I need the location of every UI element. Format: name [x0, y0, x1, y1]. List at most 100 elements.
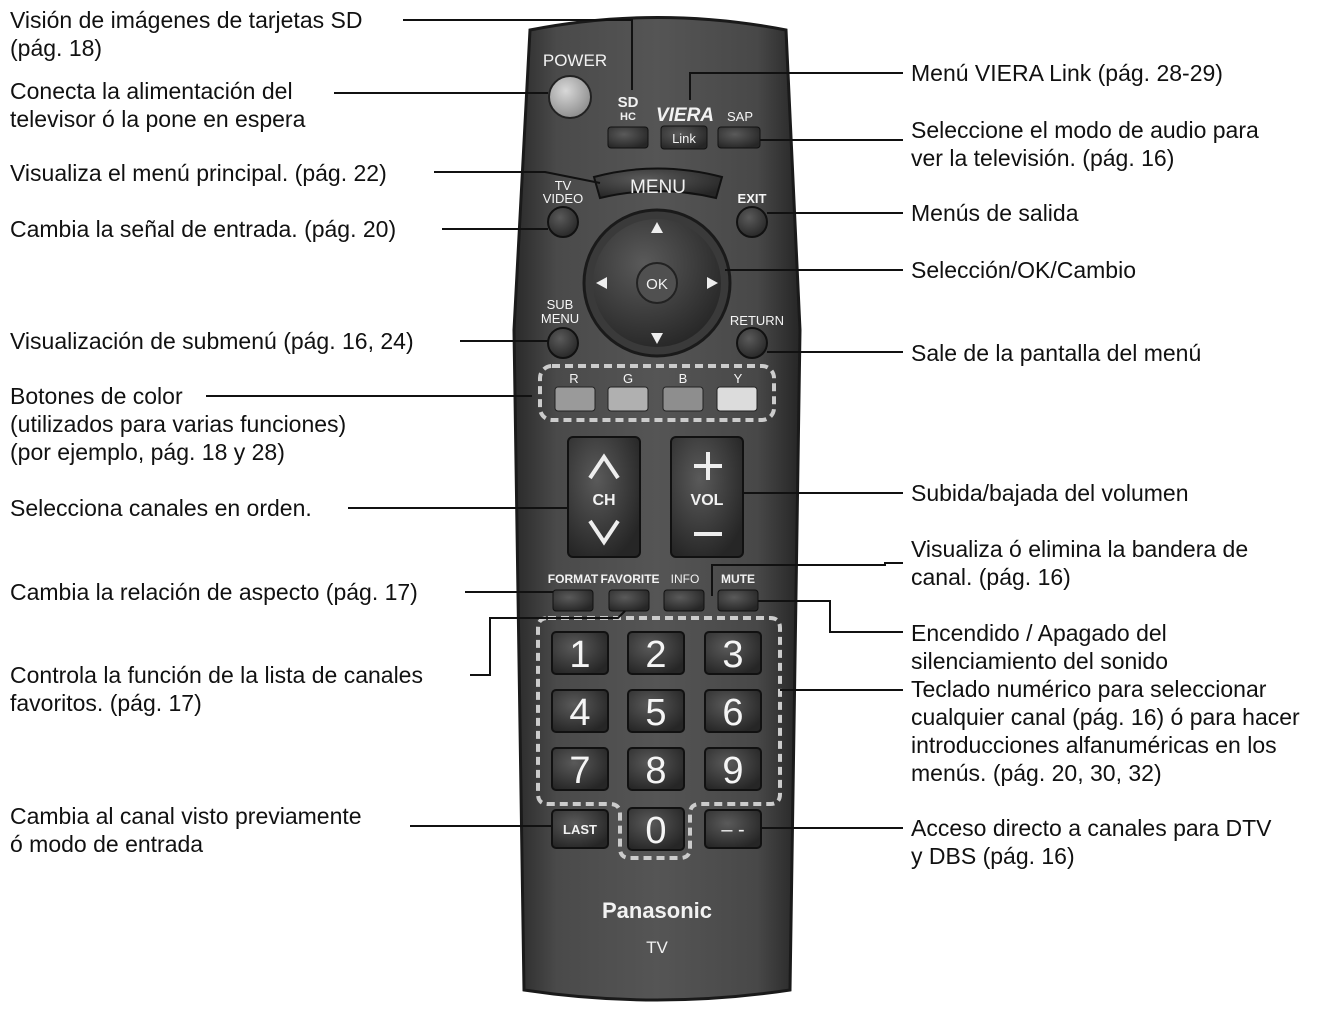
annotation-submenu: Visualización de submenú (pág. 16, 24) — [10, 327, 414, 355]
digit-button-3[interactable] — [704, 631, 762, 675]
favorite-button[interactable] — [608, 589, 650, 612]
annotation-last-line-2: ó modo de entrada — [10, 831, 204, 857]
leader-line-mute — [758, 600, 903, 633]
green-button[interactable] — [607, 386, 649, 412]
digit-button-1[interactable] — [551, 631, 609, 675]
numeric-keypad-outline — [536, 616, 782, 860]
sap-label: SAP — [727, 109, 753, 124]
link-label: Link — [672, 131, 696, 146]
exit-label: EXIT — [738, 191, 767, 206]
info-label: INFO — [671, 572, 700, 586]
digit-button-4[interactable] — [551, 689, 609, 733]
channel-up-icon[interactable] — [588, 453, 620, 480]
digit-3: 3 — [722, 634, 743, 676]
ok-button[interactable] — [636, 262, 678, 304]
sub-menu-label: MENU — [541, 311, 579, 326]
digit-4: 4 — [569, 692, 590, 734]
up-arrow-icon[interactable] — [651, 222, 663, 233]
digit-1: 1 — [569, 634, 590, 676]
menu-label: MENU — [630, 177, 686, 198]
model-label: TV — [646, 938, 668, 957]
annotation-dtv-line-2: y DBS (pág. 16) — [911, 843, 1075, 869]
annotation-color-line-1: Botones de color — [10, 383, 183, 409]
color-label-r: R — [569, 371, 578, 386]
annotation-color-buttons: Botones de color (utilizados para varias… — [10, 382, 346, 466]
digit-8: 8 — [645, 750, 666, 792]
annotation-mute-line-2: silenciamiento del sonido — [911, 648, 1168, 674]
last-label: LAST — [563, 822, 597, 837]
sd-logo-bottom: HC — [620, 111, 636, 123]
annotation-sap-line-1: Seleccione el modo de audio para — [911, 117, 1259, 143]
tv-video-button[interactable] — [547, 206, 579, 238]
return-button[interactable] — [736, 327, 768, 359]
power-button[interactable] — [548, 75, 592, 119]
menu-button[interactable] — [592, 167, 724, 200]
annotation-sap: Seleccione el modo de audio para ver la … — [911, 116, 1259, 172]
red-button[interactable] — [554, 386, 596, 412]
sd-card-button[interactable] — [607, 126, 649, 149]
annotation-info: Visualiza ó elimina la bandera de canal.… — [911, 535, 1248, 591]
leader-line-viera — [689, 72, 903, 100]
digit-button-9[interactable] — [704, 747, 762, 791]
yellow-button[interactable] — [716, 386, 758, 412]
annotation-mute: Encendido / Apagado del silenciamiento d… — [911, 619, 1168, 675]
leader-line-menu — [434, 171, 601, 184]
last-button[interactable] — [551, 809, 609, 849]
vol-label: VOL — [691, 492, 724, 509]
digit-7: 7 — [569, 750, 590, 792]
annotation-return-line-1: Sale de la pantalla del menú — [911, 340, 1202, 366]
viera-link-button[interactable] — [660, 125, 708, 150]
digit-6: 6 — [722, 692, 743, 734]
annotation-favorite-line-2: favoritos. (pág. 17) — [10, 690, 202, 716]
annotation-numeric-line-4: menús. (pág. 20, 30, 32) — [911, 760, 1162, 786]
annotation-navigation: Selección/OK/Cambio — [911, 256, 1136, 284]
leader-line-sd — [403, 19, 633, 90]
digit-button-5[interactable] — [627, 689, 685, 733]
digit-button-2[interactable] — [627, 631, 685, 675]
blue-button[interactable] — [662, 386, 704, 412]
annotation-menu: Visualiza el menú principal. (pág. 22) — [10, 159, 387, 187]
digit-button-6[interactable] — [704, 689, 762, 733]
exit-button[interactable] — [736, 206, 768, 238]
info-button[interactable] — [663, 589, 705, 612]
color-buttons: R G B Y — [554, 371, 758, 412]
video-label: VIDEO — [543, 191, 583, 206]
annotation-exit: Menús de salida — [911, 199, 1079, 227]
digit-button-7[interactable] — [551, 747, 609, 791]
left-arrow-icon[interactable] — [596, 277, 607, 289]
annotation-sd-card-line-1: Visión de imágenes de tarjetas SD — [10, 7, 363, 33]
annotation-return: Sale de la pantalla del menú — [911, 339, 1201, 367]
channel-rocker[interactable] — [567, 436, 641, 558]
annotation-power-line-2: televisor ó la pone en espera — [10, 106, 306, 132]
sap-button[interactable] — [717, 126, 761, 149]
sd-logo-top: SD — [618, 94, 639, 111]
color-buttons-outline — [538, 364, 776, 422]
digit-button-0[interactable] — [627, 807, 685, 851]
annotation-favorite-line-1: Controla la función de la lista de canal… — [10, 662, 423, 688]
annotation-last-line-1: Cambia al canal visto previamente — [10, 803, 362, 829]
right-arrow-icon[interactable] — [707, 277, 718, 289]
annotation-power: Conecta la alimentación del televisor ó … — [10, 77, 305, 133]
annotation-viera-line-1: Menú VIERA Link (pág. 28-29) — [911, 60, 1223, 86]
mute-button[interactable] — [717, 589, 759, 612]
ch-label: CH — [592, 492, 615, 509]
leader-line-info — [711, 562, 903, 596]
digit-0: 0 — [645, 810, 666, 852]
color-label-y: Y — [734, 371, 743, 386]
volume-rocker[interactable] — [670, 436, 744, 558]
annotation-sap-line-2: ver la televisión. (pág. 16) — [911, 145, 1175, 171]
viera-label: VIERA — [656, 105, 714, 126]
channel-down-icon[interactable] — [588, 519, 620, 546]
down-arrow-icon[interactable] — [651, 333, 663, 344]
leader-lines — [206, 19, 903, 829]
annotation-color-line-2: (utilizados para varias funciones) — [10, 411, 347, 437]
digit-button-8[interactable] — [627, 747, 685, 791]
format-label: FORMAT — [548, 572, 599, 586]
annotation-channel: Selecciona canales en orden. — [10, 494, 312, 522]
annotation-sd-card: Visión de imágenes de tarjetas SD (pág. … — [10, 6, 362, 62]
sub-menu-button[interactable] — [547, 327, 579, 359]
annotation-format: Cambia la relación de aspecto (pág. 17) — [10, 578, 418, 606]
format-button[interactable] — [552, 589, 594, 612]
favorite-label: FAVORITE — [600, 572, 659, 586]
